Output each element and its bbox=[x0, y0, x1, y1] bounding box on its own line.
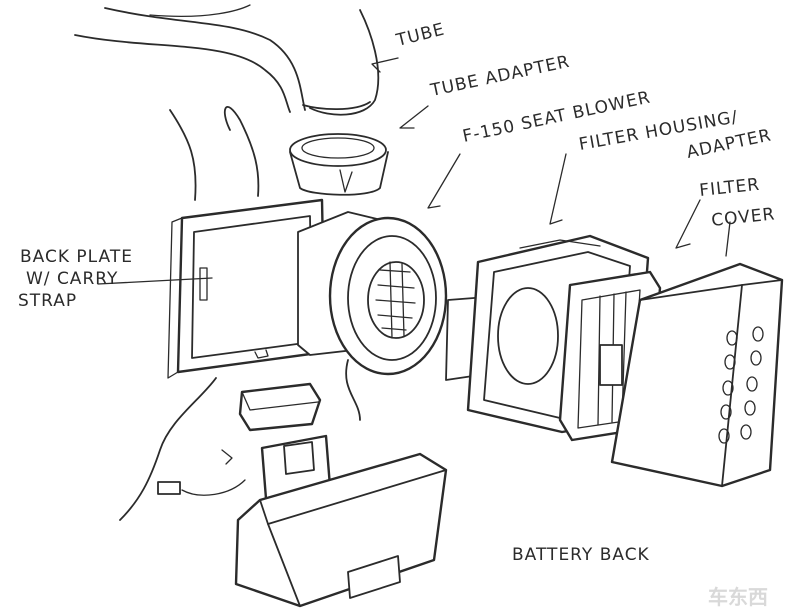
label-tube: TUBE bbox=[393, 20, 447, 52]
tube-adapter bbox=[289, 133, 389, 196]
label-back-plate-3: STRAP bbox=[18, 291, 77, 311]
label-back-plate-2: W/ CARRY bbox=[26, 269, 118, 289]
label-filter: FILTER bbox=[698, 175, 761, 201]
filter-cover bbox=[610, 262, 784, 488]
cables bbox=[119, 359, 361, 521]
battery-pack bbox=[234, 434, 448, 608]
seat-blower bbox=[297, 211, 448, 376]
label-back-plate-1: BACK PLATE bbox=[20, 247, 133, 267]
leader-lines bbox=[97, 57, 731, 285]
label-battery: BATTERY BACK bbox=[512, 545, 650, 565]
tube bbox=[74, 4, 380, 116]
watermark-logo: 车东西 bbox=[708, 585, 768, 609]
label-cover: COVER bbox=[710, 204, 776, 231]
battery-connector bbox=[238, 382, 322, 432]
label-tube-adapter: TUBE ADAPTER bbox=[428, 52, 572, 101]
